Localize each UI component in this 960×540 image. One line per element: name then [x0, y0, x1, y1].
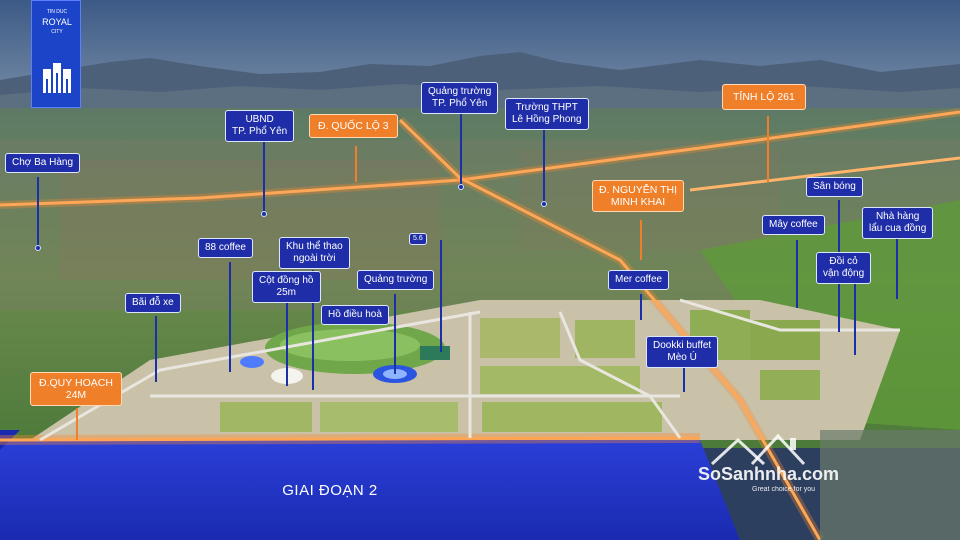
pin-line-truong-thpt	[543, 128, 545, 204]
label-cot-dong-ho-line-1: Cột đồng hồ	[259, 275, 314, 286]
label-ubnd-line-1: UBND	[245, 114, 274, 125]
logo-line-3: CITY	[51, 29, 63, 35]
label-small-tag-text: 5.6	[413, 235, 423, 242]
label-ho-dieu-hoa[interactable]: Hồ điều hoà	[321, 305, 389, 325]
pin-dot-truong-thpt	[541, 201, 547, 207]
pin-dot-quang-truong-tp	[458, 184, 464, 190]
phase-title: GIAI ĐOẠN 2	[282, 482, 378, 499]
project-logo: TIN DUC ROYAL CITY	[31, 0, 81, 108]
pin-line-bai-do-xe	[155, 316, 157, 382]
logo-line-1: TIN DUC	[46, 9, 68, 15]
label-tinh-lo-261-text: TỈNH LỘ 261	[733, 91, 795, 103]
label-mer-coffee-text: Mer coffee	[615, 274, 663, 285]
label-cot-dong-ho[interactable]: Cột đồng hồ 25m	[252, 271, 321, 303]
label-nguyen-thi-minh-khai-line-1: Đ. NGUYỄN THỊ	[599, 184, 677, 196]
label-quang-truong[interactable]: Quảng trường	[357, 270, 435, 290]
label-dookki[interactable]: Dookki buffet Mèo Ú	[646, 336, 719, 368]
pin-line-quang-truong	[394, 294, 396, 374]
label-khu-the-thao[interactable]: Khu thể thao ngoài trời	[279, 237, 350, 269]
pin-line-quy-hoach	[76, 408, 78, 440]
label-small-tag[interactable]: 5.6	[409, 233, 427, 245]
pin-line-dookki	[683, 368, 685, 392]
logo-line-2: ROYAL	[42, 17, 72, 27]
label-quoc-lo-3[interactable]: Đ. QUỐC LỘ 3	[309, 114, 398, 138]
label-cho-ba-hang[interactable]: Chợ Ba Hàng	[5, 153, 81, 173]
label-ubnd-line-2: TP. Phổ Yên	[232, 126, 288, 137]
label-may-coffee[interactable]: Mây coffee	[762, 215, 825, 235]
label-khu-the-thao-line-1: Khu thể thao	[286, 241, 343, 252]
label-nha-hang-line-2: lẩu cua đồng	[869, 223, 927, 234]
pin-line-may-coffee	[796, 240, 798, 308]
label-bai-do-xe-text: Bãi đỗ xe	[132, 297, 174, 308]
label-truong-thpt[interactable]: Trường THPT Lê Hồng Phong	[505, 98, 589, 130]
house-roof-icon	[710, 433, 806, 466]
pin-line-quoc-lo-3	[355, 146, 357, 182]
label-may-coffee-text: Mây coffee	[769, 219, 818, 230]
pin-line-nguyen-thi-minh-khai	[640, 220, 642, 260]
label-nguyen-thi-minh-khai[interactable]: Đ. NGUYỄN THỊ MINH KHAI	[592, 180, 684, 212]
label-san-bong[interactable]: Sân bóng	[806, 177, 863, 197]
pin-line-nha-hang	[896, 239, 898, 299]
label-quy-hoach-line-2: 24M	[65, 389, 87, 401]
label-ho-dieu-hoa-text: Hồ điều hoà	[328, 309, 382, 320]
label-ubnd[interactable]: UBND TP. Phổ Yên	[225, 110, 295, 142]
label-doi-co[interactable]: Đồi cỏ vận động	[816, 252, 872, 284]
watermark: SoSanhnha.com Great choice for you	[690, 430, 840, 500]
label-cho-ba-hang-text: Chợ Ba Hàng	[12, 157, 74, 168]
pin-line-mer-coffee	[640, 294, 642, 320]
pin-line-88-coffee	[229, 262, 231, 372]
label-88-coffee[interactable]: 88 coffee	[198, 238, 253, 258]
watermark-brand: SoSanhnha.com	[698, 464, 840, 484]
pin-line-cho-ba-hang	[37, 177, 39, 249]
label-quang-truong-tp-line-1: Quảng trường	[428, 86, 492, 97]
label-quang-truong-tp[interactable]: Quảng trường TP. Phổ Yên	[421, 82, 499, 114]
label-quoc-lo-3-text: Đ. QUỐC LỘ 3	[318, 120, 389, 132]
label-tinh-lo-261[interactable]: TỈNH LỘ 261	[722, 84, 806, 110]
pin-dot-cho-ba-hang	[35, 245, 41, 251]
pin-line-cot-dong-ho	[286, 298, 288, 386]
label-san-bong-text: Sân bóng	[813, 181, 856, 192]
watermark-tagline: Great choice for you	[752, 486, 816, 493]
label-dookki-line-1: Dookki buffet	[653, 340, 712, 351]
label-doi-co-line-2: vận động	[823, 268, 865, 279]
label-dookki-line-2: Mèo Ú	[667, 352, 697, 363]
label-nguyen-thi-minh-khai-line-2: MINH KHAI	[610, 196, 666, 208]
label-truong-thpt-line-2: Lê Hồng Phong	[512, 114, 582, 125]
label-quy-hoach[interactable]: Đ.QUY HOẠCH 24M	[30, 372, 122, 406]
pin-line-doi-co	[854, 283, 856, 355]
label-khu-the-thao-line-2: ngoài trời	[293, 253, 336, 264]
label-quang-truong-text: Quảng trường	[364, 274, 428, 285]
building-logo-icon	[43, 63, 71, 93]
pin-line-tinh-lo-261	[767, 116, 769, 182]
label-mer-coffee[interactable]: Mer coffee	[608, 270, 670, 290]
pin-line-ubnd	[263, 142, 265, 214]
label-bai-do-xe[interactable]: Bãi đỗ xe	[125, 293, 181, 313]
label-nha-hang-line-1: Nhà hàng	[875, 211, 920, 222]
label-cot-dong-ho-line-2: 25m	[276, 287, 296, 298]
label-doi-co-line-1: Đồi cỏ	[829, 256, 858, 267]
label-quang-truong-tp-line-2: TP. Phổ Yên	[432, 98, 488, 109]
pin-line-quang-truong-tp	[460, 112, 462, 188]
label-nha-hang[interactable]: Nhà hàng lẩu cua đồng	[862, 207, 934, 239]
pin-dot-ubnd	[261, 211, 267, 217]
pin-line-small-tag	[440, 240, 442, 352]
label-88-coffee-text: 88 coffee	[205, 242, 246, 253]
label-truong-thpt-line-1: Trường THPT	[515, 102, 578, 113]
label-quy-hoach-line-1: Đ.QUY HOẠCH	[39, 377, 113, 389]
pin-line-khu-the-thao	[312, 270, 314, 390]
